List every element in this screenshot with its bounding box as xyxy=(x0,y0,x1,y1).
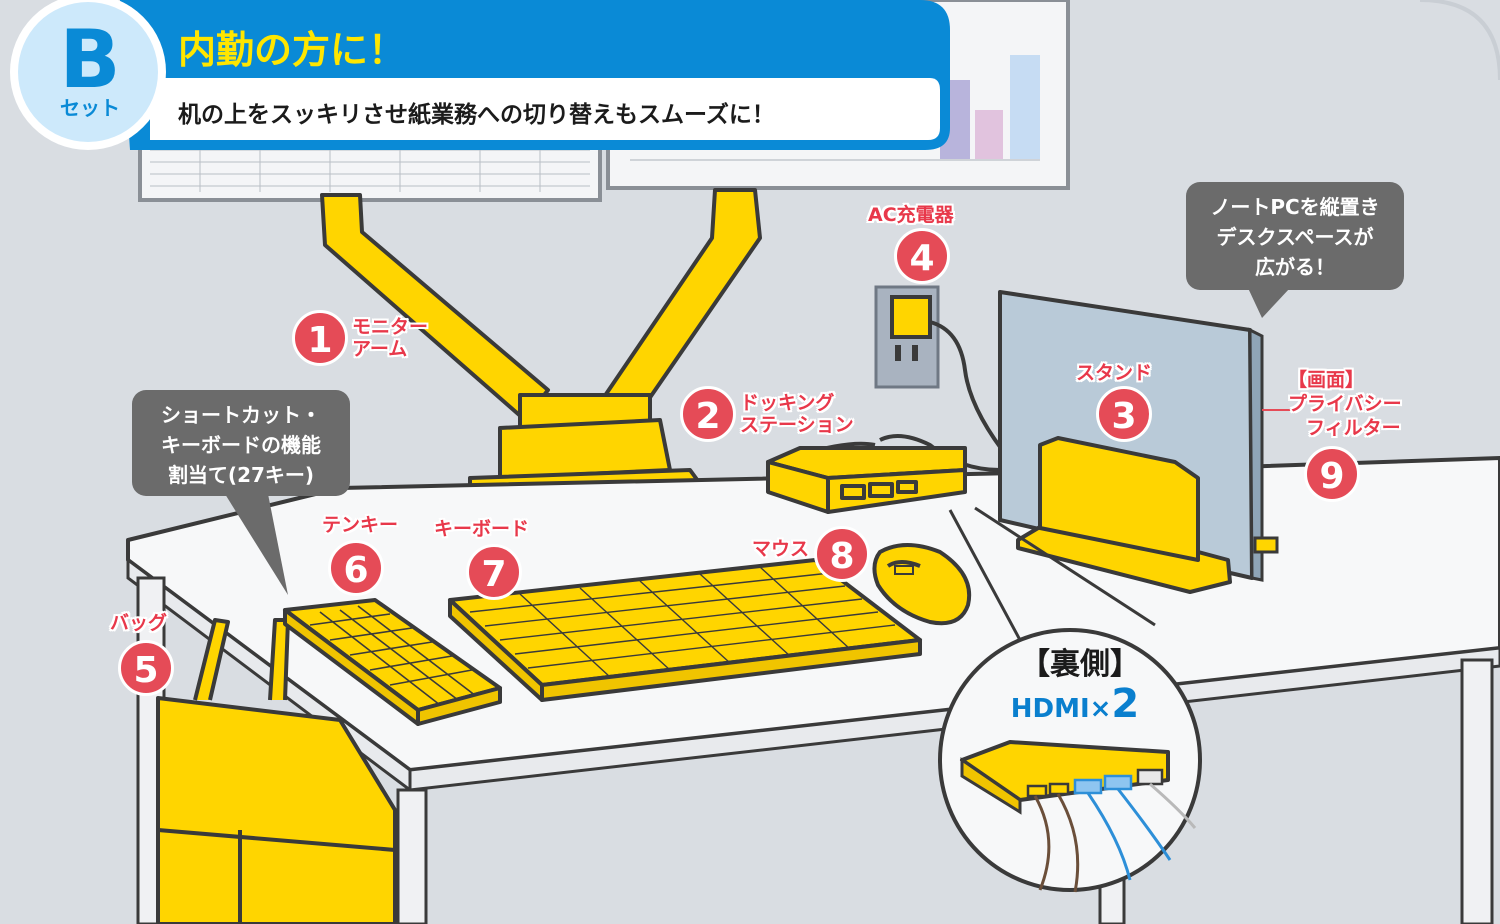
item-label-line: フィルター xyxy=(1306,417,1401,439)
item-number-1: 1 xyxy=(292,310,348,366)
bag xyxy=(156,618,397,924)
item-label-1: モニター アーム xyxy=(352,316,428,360)
hdmi-text: HDMI× xyxy=(1010,694,1112,724)
banner-shape xyxy=(10,0,950,150)
item-label-5: バッグ xyxy=(110,612,167,634)
item-label-7: キーボード xyxy=(434,518,529,540)
callout-tail-stand xyxy=(1248,288,1290,318)
item-label-line: バッグ xyxy=(110,612,168,634)
item-number-2: 2 xyxy=(680,386,736,442)
callout-keyboard: ショートカット・ キーボードの機能 割当て(27キー) xyxy=(132,390,350,496)
item-label-line: キーボード xyxy=(434,518,530,540)
callout-stand-line: 広がる！ xyxy=(1255,255,1335,279)
item-label-3: スタンド xyxy=(1076,362,1152,384)
callout-keyboard-line: キーボードの機能 xyxy=(161,433,321,457)
item-label-line: プライバシー xyxy=(1288,393,1402,415)
banner-subtitle: 机の上をスッキリさせ紙業務への切り替えもスムーズに！ xyxy=(178,102,775,128)
callout-stand: ノートPCを縦置き デスクスペースが 広がる！ xyxy=(1186,182,1404,290)
mouse xyxy=(872,543,972,626)
zoom-detail xyxy=(938,506,1202,893)
item-label-line: ステーション xyxy=(740,414,854,436)
set-badge-label: セット xyxy=(60,96,120,120)
laptop-stand xyxy=(998,290,1290,594)
keyboard xyxy=(448,558,922,702)
callout-keyboard-line: ショートカット・ xyxy=(161,403,321,427)
callout-tail-keyboard xyxy=(225,494,288,595)
item-label-line: ドッキング xyxy=(740,392,835,414)
item-label-line: テンキー xyxy=(322,514,399,536)
set-badge-letter: B xyxy=(59,13,121,106)
item-label-6: テンキー xyxy=(322,514,398,536)
item-label-line: 【画面】 xyxy=(1288,369,1365,391)
item-number-3: 3 xyxy=(1096,386,1152,442)
item-label-4: AC充電器 xyxy=(868,204,954,226)
item-number-4: 4 xyxy=(894,228,950,284)
item-label-line: モニター xyxy=(352,316,429,338)
item-label-8: マウス xyxy=(752,538,809,560)
callout-stand-line: ノートPCを縦置き xyxy=(1210,195,1380,219)
item-label-line: マウス xyxy=(752,538,810,560)
callout-keyboard-line: 割当て(27キー) xyxy=(167,463,315,487)
item-number-9: 9 xyxy=(1304,446,1360,502)
wall-panel-edge xyxy=(1419,0,1500,81)
item-label-line: アーム xyxy=(352,338,408,360)
item-label-2: ドッキング ステーション xyxy=(740,392,854,436)
item-number-6: 6 xyxy=(328,540,384,596)
zoom-hdmi-count: HDMI×2 xyxy=(990,684,1160,729)
banner-title: 内勤の方に！ xyxy=(178,28,407,72)
item-number-8: 8 xyxy=(814,526,870,582)
wall-outlet xyxy=(874,285,940,389)
monitor-arm xyxy=(320,188,762,510)
zoom-title: 【裏側】 xyxy=(1020,647,1140,682)
item-label-line: AC充電器 xyxy=(868,204,954,226)
callout-stand-line: デスクスペースが xyxy=(1216,225,1374,249)
item-label-9: 【画面】 プライバシー フィルター xyxy=(1288,368,1402,440)
docking-station xyxy=(766,446,967,514)
hdmi-count: 2 xyxy=(1111,681,1140,727)
item-number-7: 7 xyxy=(466,544,522,600)
item-number-5: 5 xyxy=(118,640,174,696)
numeric-keypad xyxy=(283,598,502,726)
item-label-line: スタンド xyxy=(1076,362,1153,384)
